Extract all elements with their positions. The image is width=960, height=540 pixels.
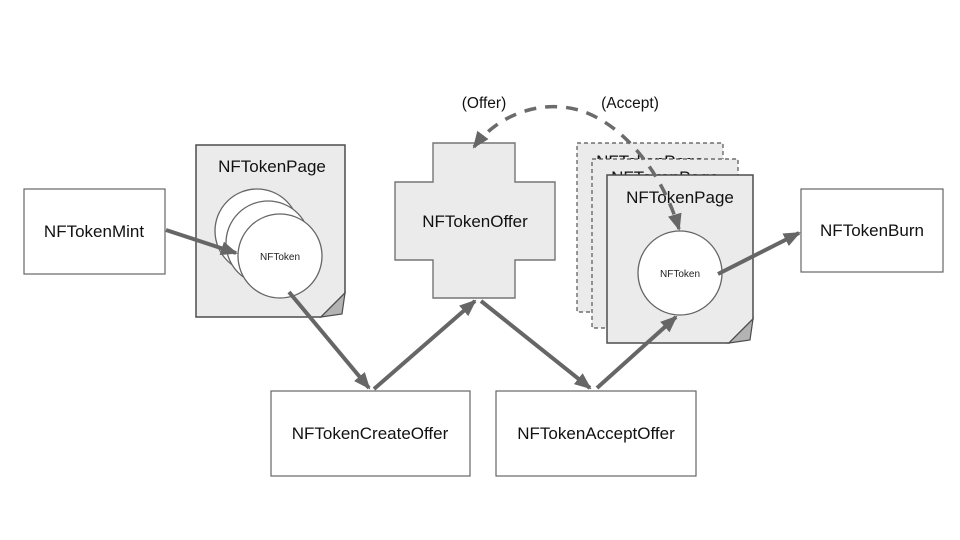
arrow-page-to-createoffer [287, 290, 371, 390]
token-right-label: NFToken [660, 269, 700, 280]
accept-annotation: (Accept) [601, 95, 659, 112]
offer-annotation: (Offer) [462, 95, 507, 112]
create-offer-label: NFTokenCreateOffer [292, 424, 449, 443]
token-left-label: NFToken [260, 252, 300, 263]
arrow-offer-to-acceptoffer [479, 299, 592, 390]
mint-box [23, 188, 166, 275]
offer-label: NFTokenOffer [422, 212, 528, 231]
mint-label: NFTokenMint [44, 222, 144, 241]
page-left-fold-corner-icon [319, 291, 346, 318]
arrow-createoffer-to-offer [372, 299, 477, 391]
dashed-offer-accept-arc [472, 104, 682, 231]
page-right-fold-corner-icon [727, 317, 754, 344]
arrow-acceptoffer-to-page [595, 315, 678, 390]
accept-offer-label: NFTokenAcceptOffer [517, 424, 675, 443]
arrow-page-to-burn [717, 231, 801, 276]
page-left-title: NFTokenPage [218, 157, 326, 176]
burn-label: NFTokenBurn [820, 221, 924, 240]
token-stack-circle-front [237, 213, 323, 299]
page-right-title: NFTokenPage [626, 188, 734, 207]
arrow-mint-to-page [165, 228, 238, 255]
accept-offer-box [495, 390, 697, 477]
create-offer-box [270, 390, 471, 477]
burn-box [800, 188, 944, 273]
